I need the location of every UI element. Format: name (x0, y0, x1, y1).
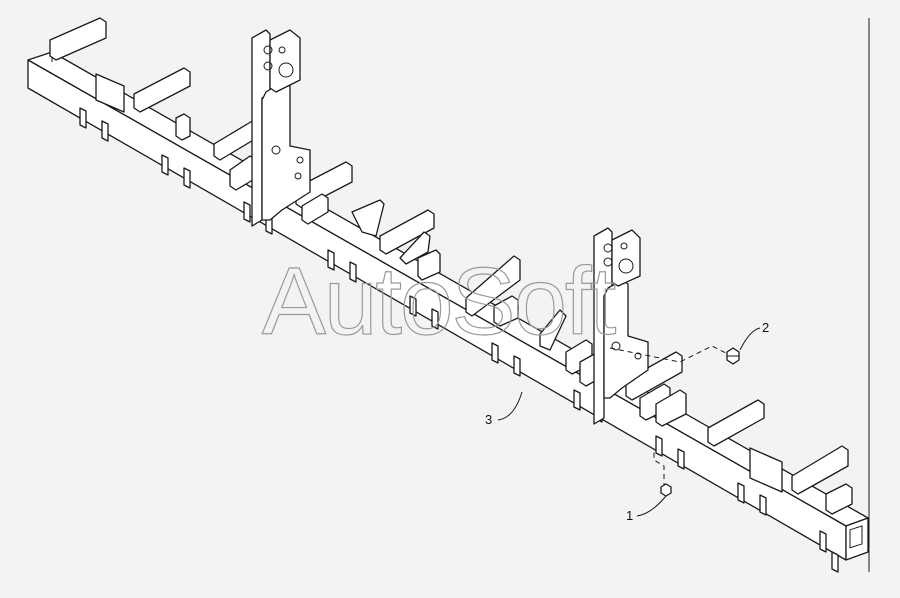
callout-2-label: 2 (762, 320, 769, 335)
leader-line-1 (636, 495, 667, 517)
upper-brackets (49, 17, 853, 515)
lower-tabs (79, 107, 839, 573)
nut-part-1 (653, 450, 672, 497)
watermark-text: AutoSoft (262, 248, 616, 355)
callout-3-label: 3 (485, 412, 492, 427)
bolt-part-2 (609, 345, 740, 365)
right-mount-bracket (593, 227, 649, 425)
leader-line-3 (497, 391, 523, 421)
leader-line-2 (739, 327, 761, 351)
left-mount-bracket (251, 29, 311, 227)
callout-1-label: 1 (626, 508, 633, 523)
